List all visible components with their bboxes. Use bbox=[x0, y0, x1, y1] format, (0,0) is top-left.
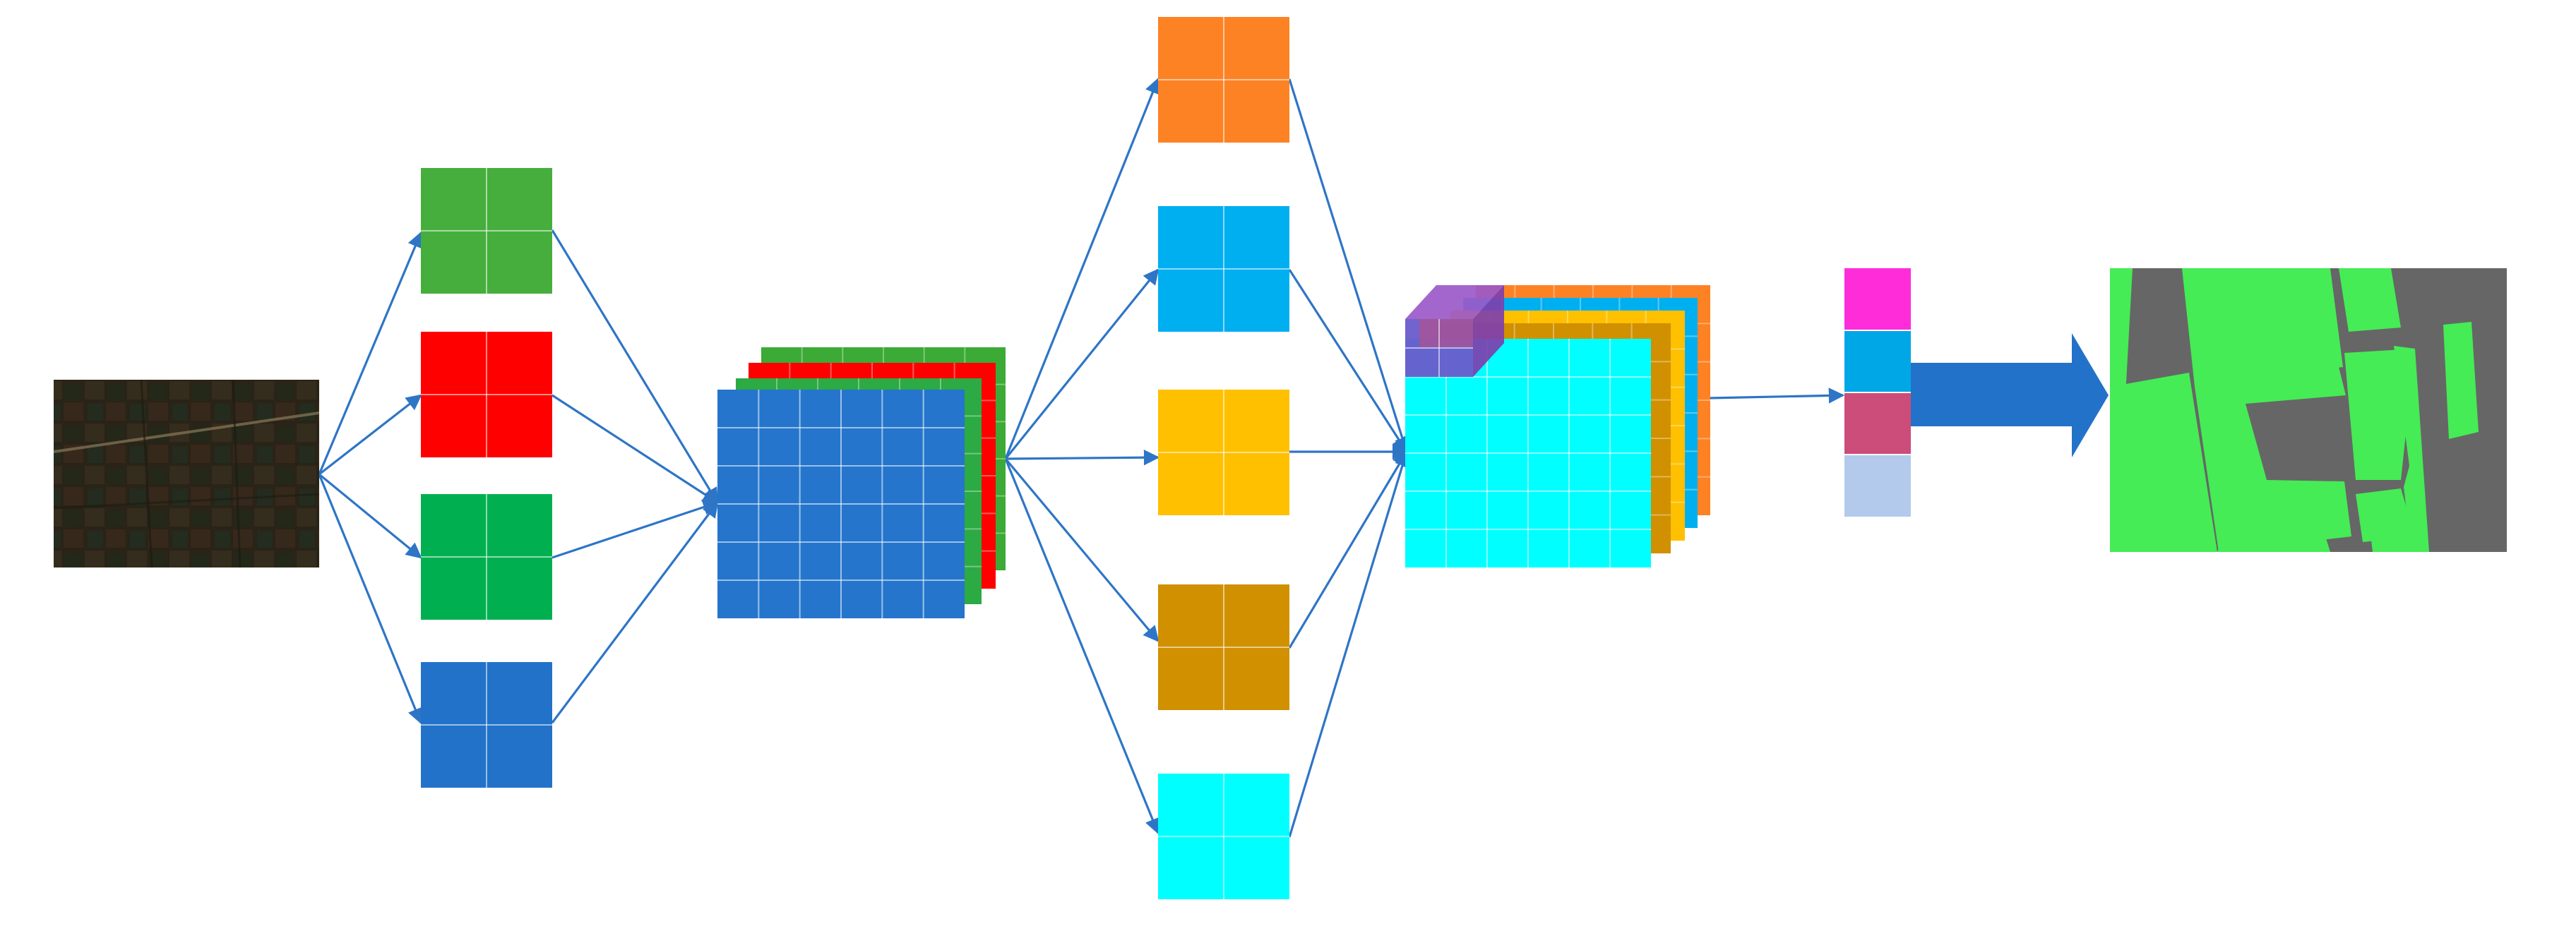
arrow-stack1-to-branch-4 bbox=[1004, 457, 1159, 642]
stack2-cube-side bbox=[1473, 285, 1504, 377]
vector-cell-4 bbox=[1844, 455, 1911, 517]
arrow-image-to-filter-2 bbox=[318, 394, 422, 476]
arrow-image-to-filter-1 bbox=[318, 231, 423, 475]
satellite-field-edge bbox=[140, 379, 153, 568]
arrow-branch-5-to-stack2 bbox=[1288, 450, 1410, 838]
feature-stack-2 bbox=[1405, 285, 1710, 567]
arrow-filter-4-to-stack1 bbox=[551, 501, 719, 723]
big-arrow-right-icon bbox=[1911, 333, 2109, 457]
arrow-stack1-to-branch-5 bbox=[1004, 458, 1160, 835]
segmentation-map-icon bbox=[2110, 268, 2507, 552]
vector-cell-2 bbox=[1844, 330, 1911, 392]
segmentation-field-6 bbox=[2344, 349, 2415, 480]
satellite-image-icon bbox=[54, 380, 319, 567]
arrow-branch-1-to-stack2 bbox=[1288, 78, 1410, 454]
arrow-stack1-to-branch-2 bbox=[1004, 268, 1159, 460]
satellite-road bbox=[53, 412, 320, 453]
second-level-branches bbox=[1158, 17, 1289, 899]
segmentation-field-1 bbox=[2182, 268, 2343, 387]
vector-cell-3 bbox=[1844, 392, 1911, 455]
stack2-cube-front-highlight bbox=[1419, 319, 1473, 347]
arrow-branch-4-to-stack2 bbox=[1288, 450, 1408, 649]
arrow-filter-1-to-stack1 bbox=[551, 229, 719, 504]
satellite-field-edge bbox=[53, 493, 320, 510]
segmentation-field-5 bbox=[2217, 529, 2330, 552]
segmentation-field-8 bbox=[2370, 346, 2429, 552]
segmentation-field-9 bbox=[2443, 322, 2479, 439]
feature-stack-1 bbox=[717, 347, 1006, 618]
first-level-filters bbox=[421, 168, 552, 788]
satellite-image-tint bbox=[54, 380, 319, 567]
output-class-vector bbox=[1844, 268, 1911, 517]
segmentation-field-3 bbox=[2110, 373, 2217, 552]
input-satellite-image bbox=[53, 379, 320, 568]
arrow-stack2-to-vector bbox=[1708, 388, 1845, 404]
arrow-stack1-to-branch-3 bbox=[1005, 449, 1160, 466]
arrow-filter-2-to-stack1 bbox=[551, 394, 719, 504]
satellite-field-edge bbox=[232, 379, 242, 568]
arrow-image-to-filter-3 bbox=[318, 473, 422, 559]
arrow-filter-3-to-stack1 bbox=[551, 499, 720, 559]
arrow-stack1-to-branch-1 bbox=[1004, 77, 1160, 460]
arrow-image-to-filter-4 bbox=[318, 474, 423, 725]
segmentation-field-2 bbox=[2339, 268, 2401, 332]
segmentation-field-10 bbox=[2110, 268, 2133, 401]
segmentation-field-4 bbox=[2195, 361, 2351, 552]
vector-cell-1 bbox=[1844, 268, 1911, 330]
stack2-cube-top bbox=[1405, 285, 1504, 319]
arrow-branch-2-to-stack2 bbox=[1288, 269, 1408, 453]
